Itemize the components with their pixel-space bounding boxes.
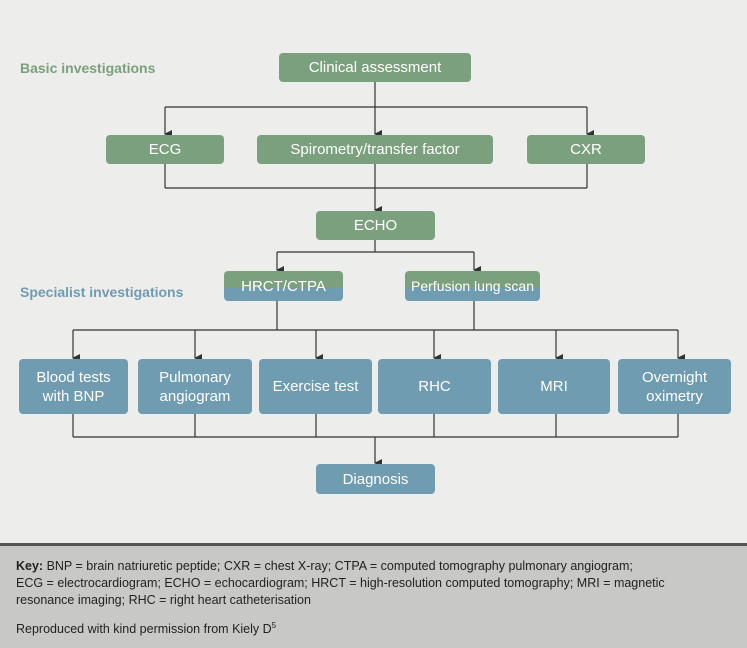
key-label: Key:: [16, 559, 44, 573]
pulmonary-angiogram-node: Pulmonary angiogram: [138, 359, 252, 414]
flowchart: Basic investigations Specialist investig…: [19, 53, 731, 494]
key-text-1: BNP = brain natriuretic peptide; CXR = c…: [43, 559, 633, 573]
pulmonary-angiogram-line1: Pulmonary: [159, 368, 231, 386]
spirometry-text: Spirometry/transfer factor: [290, 141, 460, 158]
spirometry-node: Spirometry/transfer factor: [257, 135, 493, 164]
perfusion-lung-scan-text: Perfusion lung scan: [411, 277, 534, 294]
exercise-test-node: Exercise test: [259, 359, 372, 414]
credit-text: Reproduced with kind permission from Kie…: [16, 622, 272, 636]
rhc-text: RHC: [418, 378, 451, 395]
clinical-assessment-node: Clinical assessment: [279, 53, 471, 82]
overnight-oximetry-line1: Overnight: [641, 368, 708, 386]
key-line-1: Key: BNP = brain natriuretic peptide; CX…: [16, 558, 731, 575]
connector-lines: [72, 82, 685, 467]
blood-tests-node: Blood tests with BNP: [19, 359, 128, 414]
perfusion-lung-scan-node: Perfusion lung scan: [405, 271, 540, 301]
blood-tests-line2: with BNP: [42, 387, 105, 405]
ecg-text: ECG: [148, 141, 182, 158]
diagnosis-text: Diagnosis: [342, 470, 409, 488]
cxr-node: CXR: [527, 135, 645, 164]
diagnosis-node: Diagnosis: [316, 464, 435, 494]
echo-node: ECHO: [316, 211, 435, 240]
key-panel: Key: BNP = brain natriuretic peptide; CX…: [0, 543, 747, 648]
key-line-2: ECG = electrocardiogram; ECHO = echocard…: [16, 576, 665, 590]
clinical-assessment-text: Clinical assessment: [308, 59, 442, 76]
mri-node: MRI: [498, 359, 610, 414]
cxr-text: CXR: [570, 141, 602, 158]
mri-text: MRI: [540, 378, 568, 395]
specialist-investigations-label: Specialist investigations: [20, 284, 184, 300]
key-line-3: resonance imaging; RHC = right heart cat…: [16, 593, 311, 607]
overnight-oximetry-node: Overnight oximetry: [618, 359, 731, 414]
blood-tests-line1: Blood tests: [36, 368, 111, 386]
ecg-node: ECG: [106, 135, 224, 164]
exercise-test-text: Exercise test: [272, 378, 359, 395]
rhc-node: RHC: [378, 359, 491, 414]
hrct-ctpa-text: HRCT/CTPA: [241, 277, 326, 295]
credit-reference: 5: [271, 620, 277, 630]
echo-text: ECHO: [353, 217, 398, 234]
hrct-ctpa-node: HRCT/CTPA: [224, 271, 343, 301]
overnight-oximetry-line2: oximetry: [646, 387, 703, 405]
credit-line: Reproduced with kind permission from Kie…: [16, 621, 731, 638]
pulmonary-angiogram-line2: angiogram: [159, 387, 231, 405]
basic-investigations-label: Basic investigations: [20, 60, 156, 76]
